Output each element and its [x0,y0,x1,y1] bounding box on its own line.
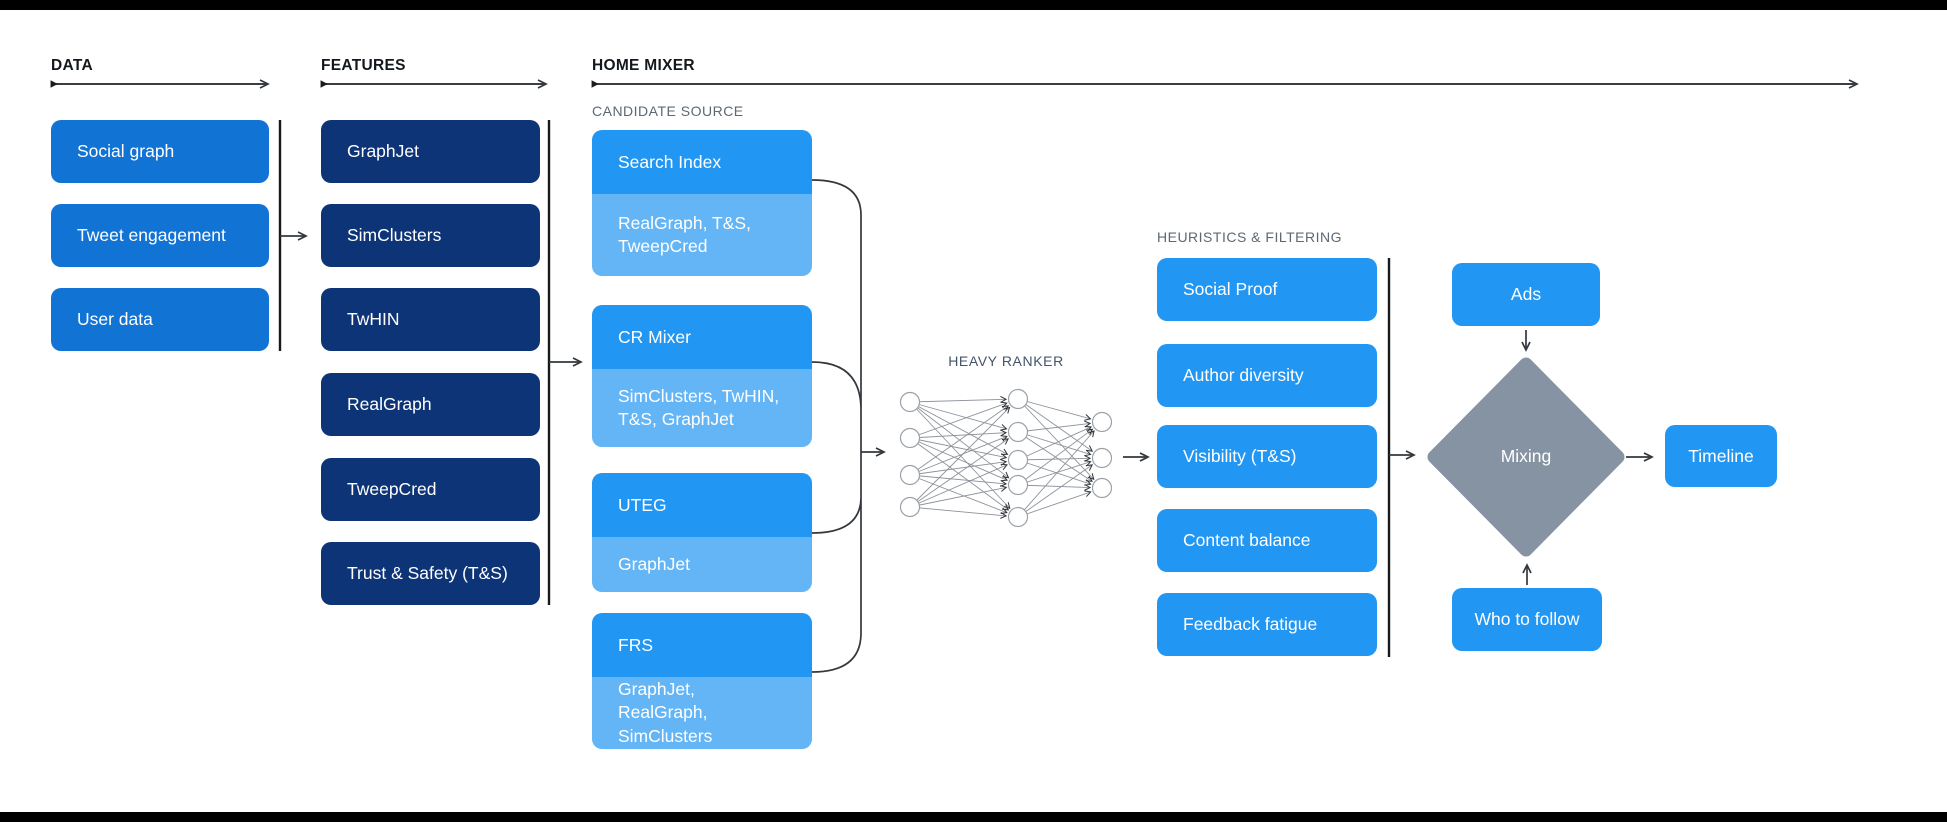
node-trust-safety: Trust & Safety (T&S) [321,542,540,605]
section-header-features: FEATURES [321,57,406,74]
heavy-ranker-label: HEAVY RANKER [948,353,1064,369]
bottom-black-bar [0,812,1947,822]
node-twhin: TwHIN [321,288,540,351]
node-realgraph: RealGraph [321,373,540,436]
candidate-sources: RealGraph, T&S, TweepCred [592,194,812,276]
heavy-ranker-network-icon [899,388,1113,528]
top-black-bar [0,0,1947,10]
node-author-diversity: Author diversity [1157,344,1377,407]
node-who-to-follow: Who to follow [1452,588,1602,651]
section-header-home-mixer: HOME MIXER [592,57,695,74]
candidate-source-label: CANDIDATE SOURCE [592,103,744,119]
node-content-balance: Content balance [1157,509,1377,572]
node-social-graph: Social graph [51,120,269,183]
node-social-proof: Social Proof [1157,258,1377,321]
node-timeline: Timeline [1665,425,1777,487]
heuristics-filtering-label: HEURISTICS & FILTERING [1157,229,1342,245]
node-simclusters: SimClusters [321,204,540,267]
node-graphjet: GraphJet [321,120,540,183]
node-uteg: UTEG GraphJet [592,473,812,592]
node-search-index: Search Index RealGraph, T&S, TweepCred [592,130,812,276]
candidate-sources: GraphJet, RealGraph, SimClusters [592,677,812,749]
node-tweet-engagement: Tweet engagement [51,204,269,267]
node-frs: FRS GraphJet, RealGraph, SimClusters [592,613,812,749]
node-cr-mixer: CR Mixer SimClusters, TwHIN, T&S, GraphJ… [592,305,812,447]
candidate-name: UTEG [592,473,812,537]
candidate-name: FRS [592,613,812,677]
node-ads: Ads [1452,263,1600,326]
node-tweepcred: TweepCred [321,458,540,521]
candidate-collector-lines [811,179,862,673]
candidate-name: CR Mixer [592,305,812,369]
node-mixing-label: Mixing [1500,446,1552,466]
candidate-sources: GraphJet [592,537,812,592]
node-user-data: User data [51,288,269,351]
node-visibility: Visibility (T&S) [1157,425,1377,488]
candidate-sources: SimClusters, TwHIN, T&S, GraphJet [592,369,812,447]
candidate-name: Search Index [592,130,812,194]
node-feedback-fatigue: Feedback fatigue [1157,593,1377,656]
section-header-data: DATA [51,57,93,74]
